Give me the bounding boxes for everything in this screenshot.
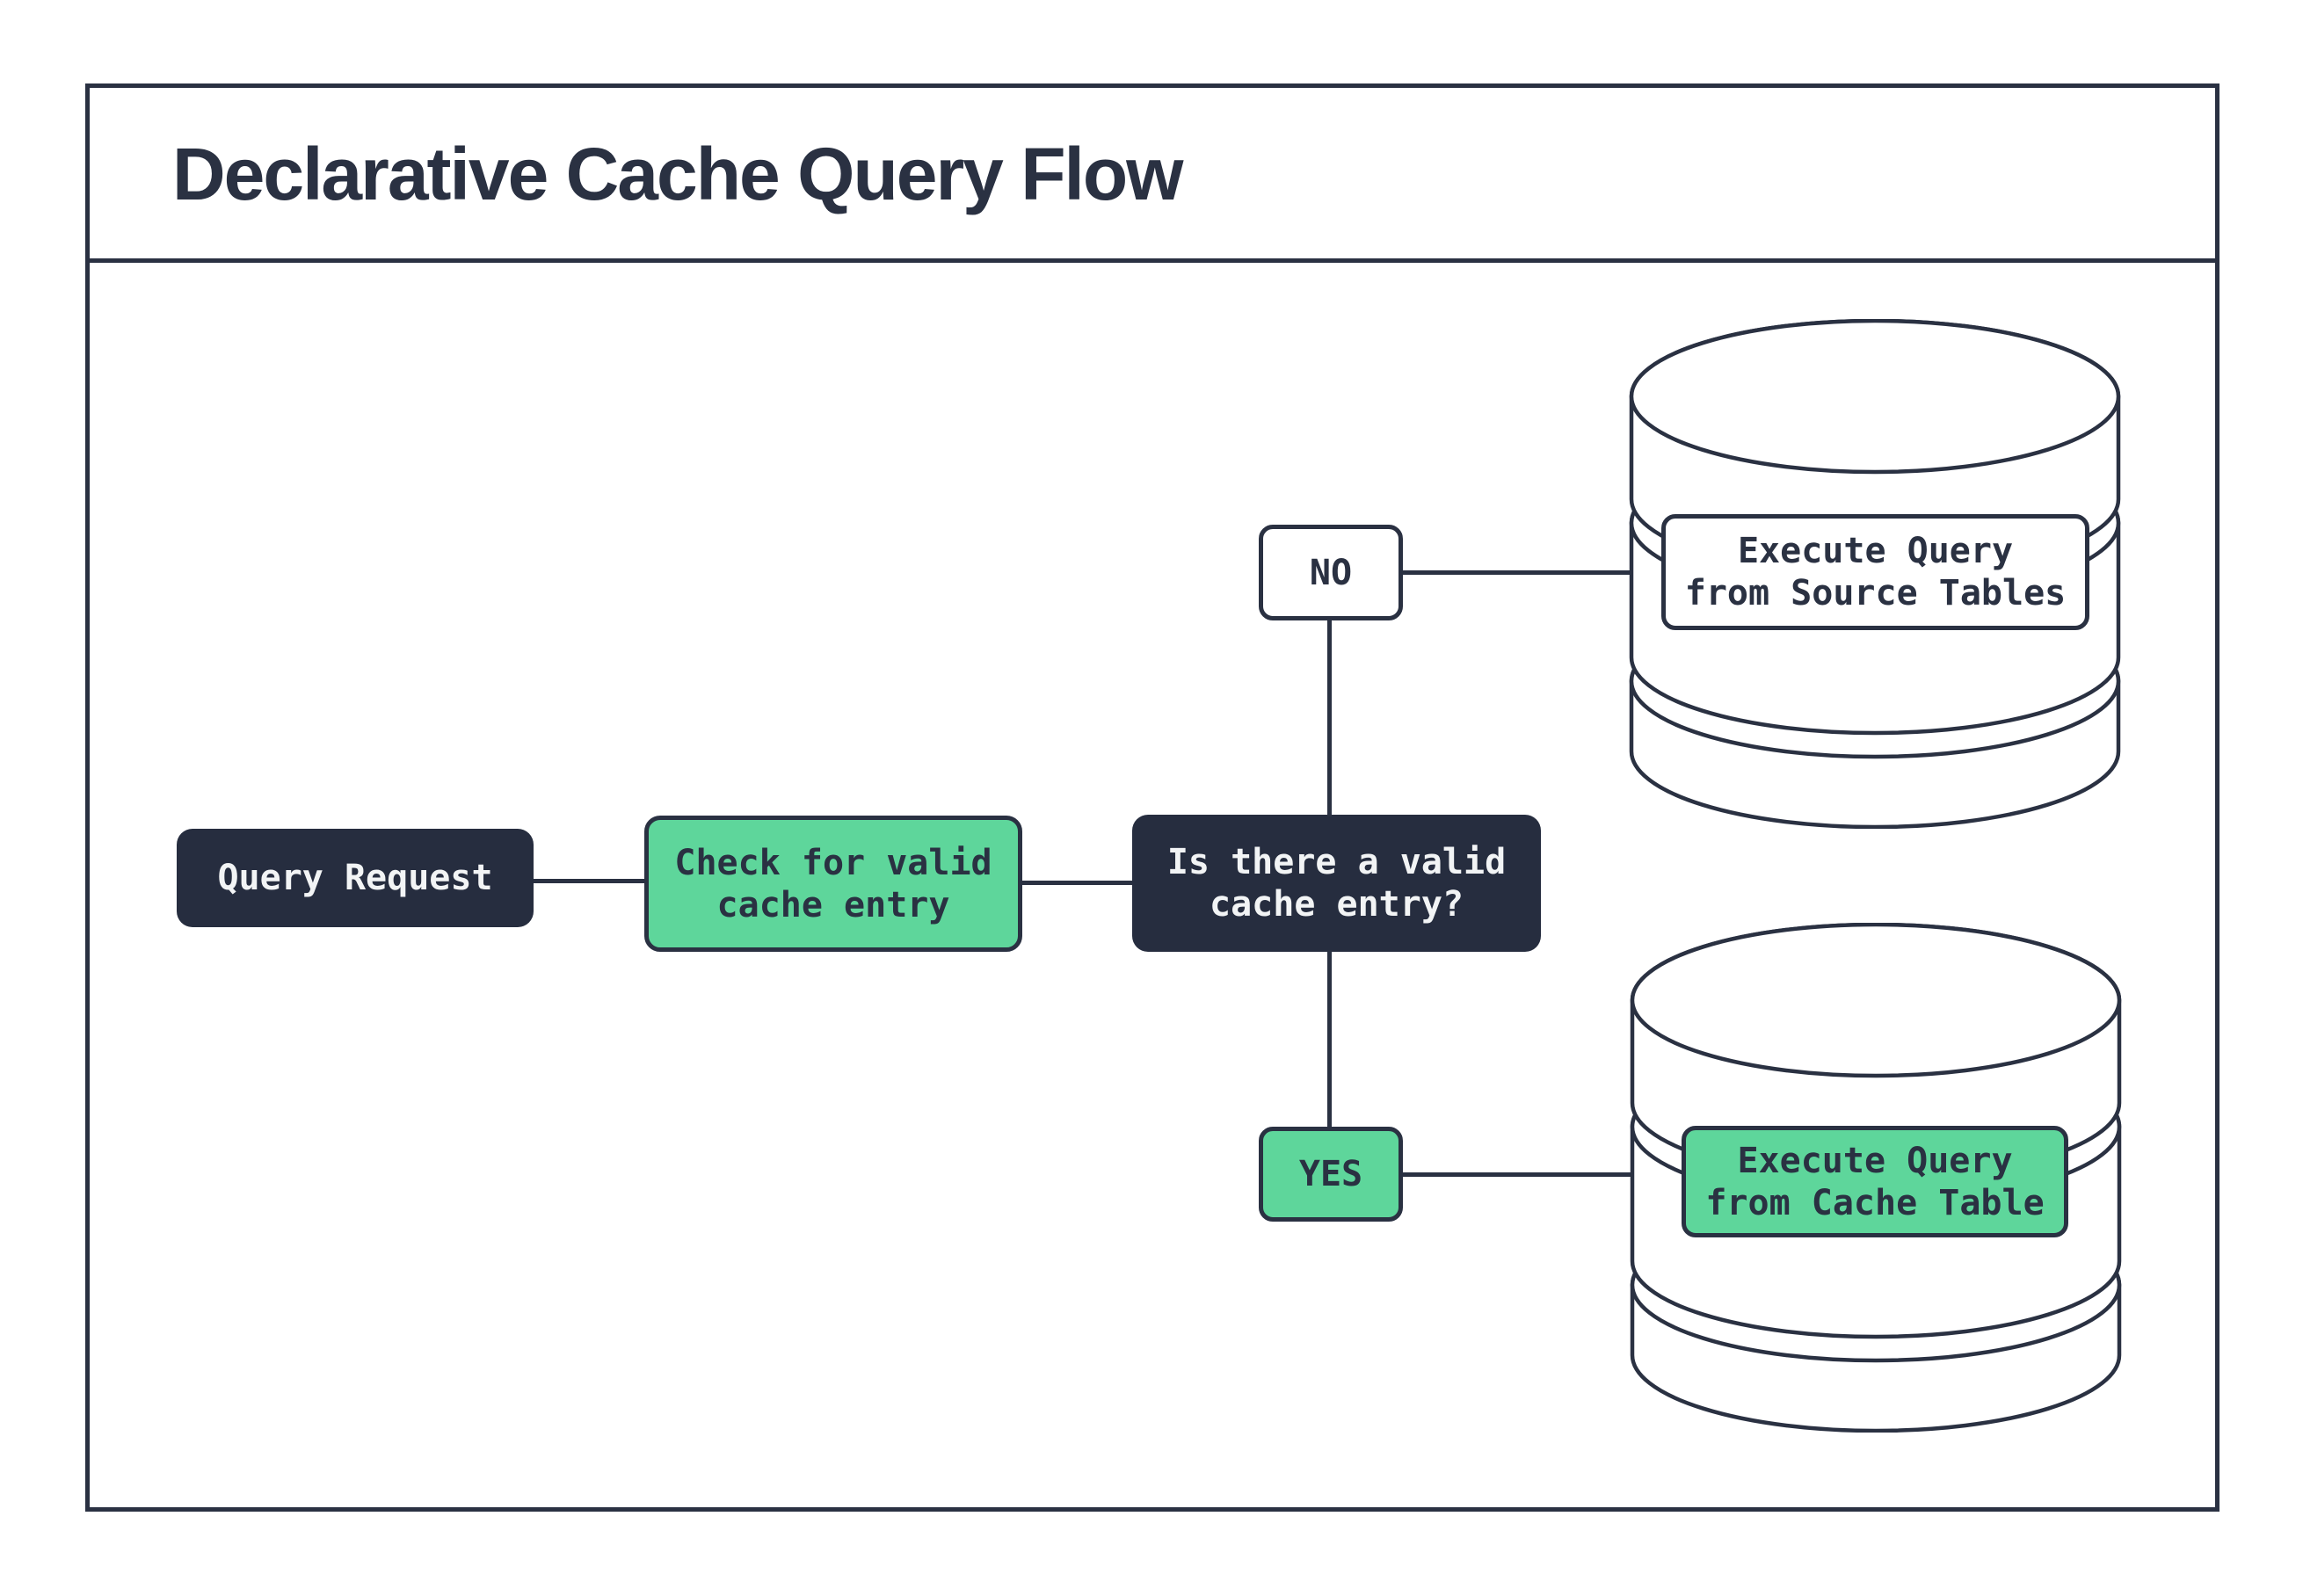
edge-no-to-source-db: [1403, 570, 1635, 575]
node-decision-valid-cache: Is there a valid cache entry?: [1132, 815, 1541, 952]
edge-decision-to-yes: [1327, 950, 1332, 1128]
node-execute-source-tables: Execute Query from Source Tables: [1661, 514, 2089, 630]
node-yes-label: YES: [1259, 1127, 1403, 1222]
node-check-cache: Check for valid cache entry: [644, 816, 1022, 952]
edge-check-to-decision: [1022, 881, 1132, 885]
page-title: Declarative Cache Query Flow: [172, 133, 1184, 215]
node-execute-cache-table: Execute Query from Cache Table: [1682, 1126, 2068, 1237]
node-query-request: Query Request: [177, 829, 534, 927]
edge-request-to-check: [534, 879, 644, 883]
header-divider: [90, 258, 2215, 263]
edge-decision-to-no: [1327, 619, 1332, 816]
node-no-label: NO: [1259, 525, 1403, 620]
edge-yes-to-cache-db: [1403, 1172, 1635, 1177]
